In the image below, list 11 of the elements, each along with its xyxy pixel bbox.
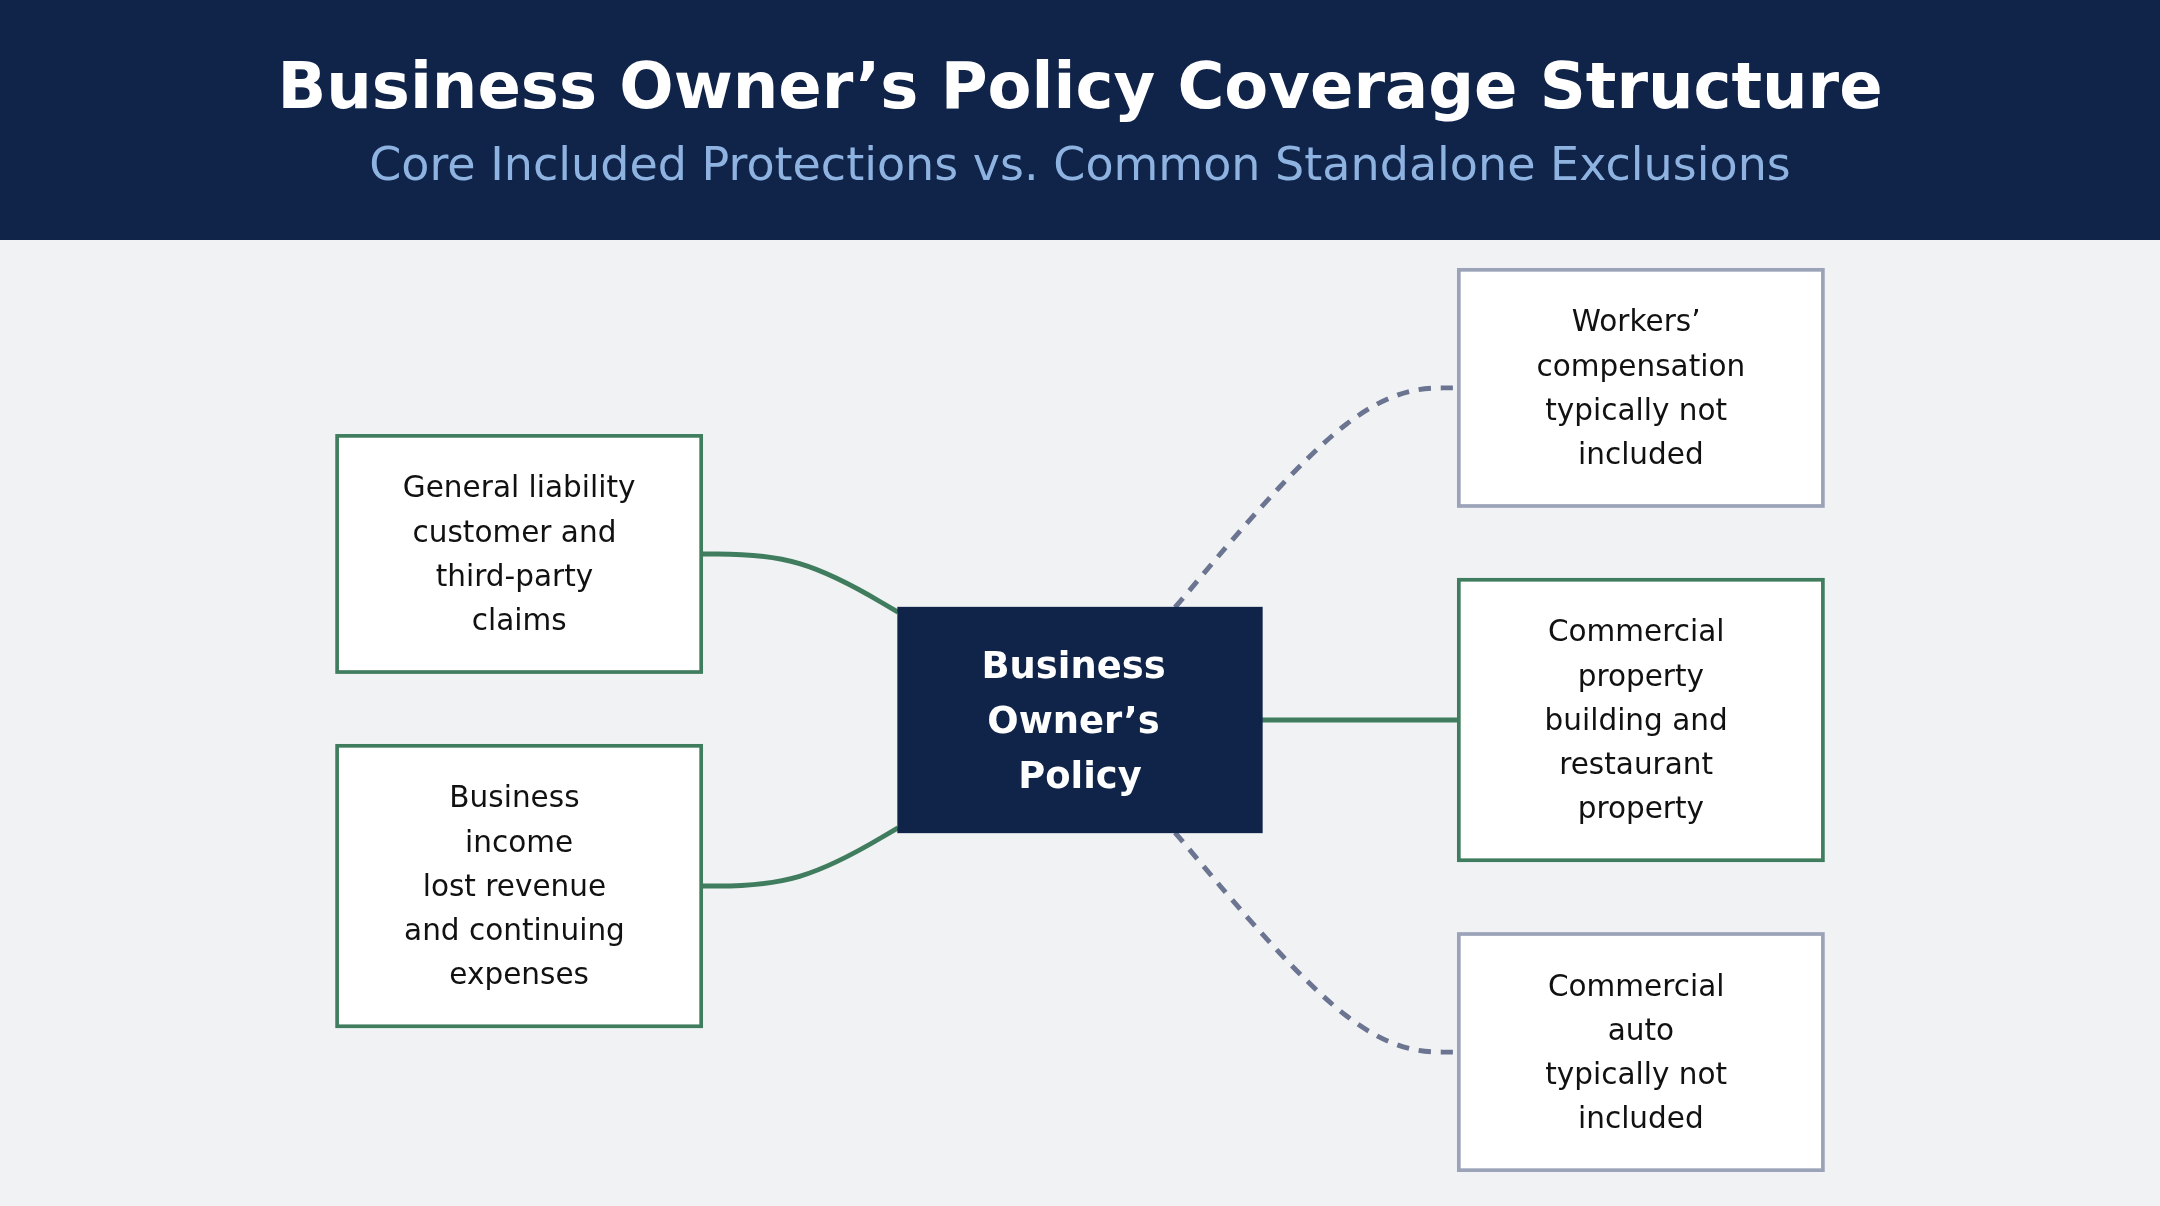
node-box: Workers’ compensation typically not included <box>1456 268 1825 508</box>
connector <box>701 551 900 615</box>
node-box: Business income lost revenue and continuing expenses <box>335 744 704 1029</box>
node-box: Business Owner’s Policy <box>897 606 1263 834</box>
subtitle: Core Included Protections vs. Common Standalone Exclusions <box>369 137 1791 191</box>
connector <box>701 825 900 889</box>
node-box: General liability customer and third-party claims <box>335 434 704 674</box>
connector <box>1262 717 1459 723</box>
node-box: Commercial property building and restaurant property <box>1456 577 1825 863</box>
node-box: Commercial auto typically not included <box>1456 932 1825 1172</box>
title: Business Owner’s Policy Coverage Structure <box>277 49 1883 123</box>
